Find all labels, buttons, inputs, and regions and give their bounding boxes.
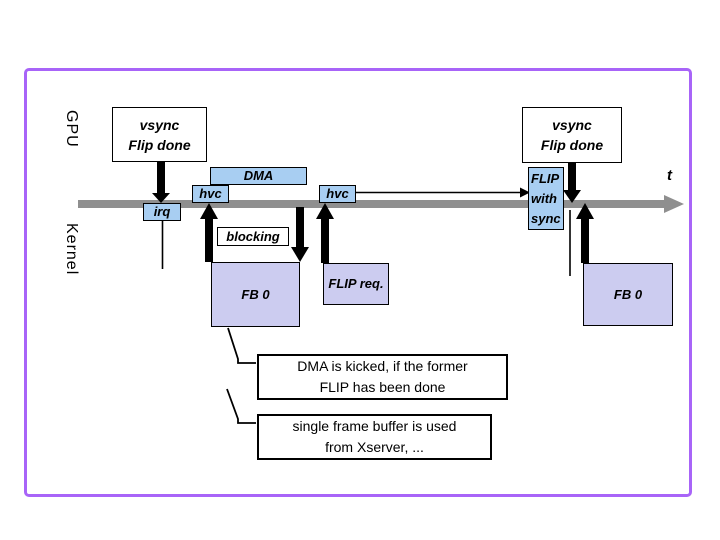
- callout-line: DMA is kicked, if the former: [297, 358, 468, 374]
- callout-line: single frame buffer is used: [292, 418, 457, 434]
- dma-box: DMA: [210, 167, 307, 185]
- callout1-connector: [227, 327, 256, 364]
- flip-done-label: Flip done: [128, 136, 191, 153]
- hvc-box-left: hvc: [192, 185, 229, 203]
- lane-label-kernel: Kernel: [63, 223, 80, 276]
- dma-to-fb0-down-arrow: [291, 207, 309, 262]
- fb0-box-right: FB 0: [583, 263, 673, 326]
- fb0-right-up-arrow: [576, 203, 594, 263]
- vsync-right-down-arrow: [563, 162, 581, 203]
- callout-single-buffer: single frame buffer is used from Xserver…: [257, 414, 492, 460]
- callout2-connector: [226, 388, 256, 424]
- vsync-left-down-arrow: [152, 162, 170, 203]
- vsync-flipdone-box-right: vsync Flip done: [522, 107, 622, 163]
- flip-label: FLIP: [531, 170, 560, 186]
- with-label: with: [531, 190, 557, 206]
- irq-box: irq: [143, 203, 181, 221]
- vsync-flipdone-box-left: vsync Flip done: [112, 107, 207, 162]
- callout-line: FLIP has been done: [319, 379, 446, 395]
- vsync-label: vsync: [139, 116, 180, 133]
- time-axis-label: t: [667, 167, 672, 184]
- vsync-label: vsync: [552, 117, 592, 133]
- hvc-box-right: hvc: [319, 185, 356, 203]
- hvc-to-flip-arrow: [356, 187, 530, 198]
- timeline-axis: [78, 195, 684, 213]
- callout-line: from Xserver, ...: [325, 439, 424, 455]
- hvc-left-up-arrow: [200, 203, 218, 262]
- lane-label-gpu: GPU: [63, 110, 80, 148]
- sync-label: sync: [531, 210, 561, 226]
- flipreq-up-arrow: [316, 203, 334, 263]
- flip-req-box: FLIP req.: [323, 263, 389, 305]
- flip-with-sync-box: FLIP with sync: [528, 167, 564, 230]
- fb0-box-left: FB 0: [211, 262, 300, 327]
- flip-done-label: Flip done: [540, 137, 604, 153]
- callout-dma-kicked: DMA is kicked, if the former FLIP has be…: [257, 354, 508, 400]
- slide-border: [24, 68, 692, 497]
- blocking-box: blocking: [217, 227, 289, 246]
